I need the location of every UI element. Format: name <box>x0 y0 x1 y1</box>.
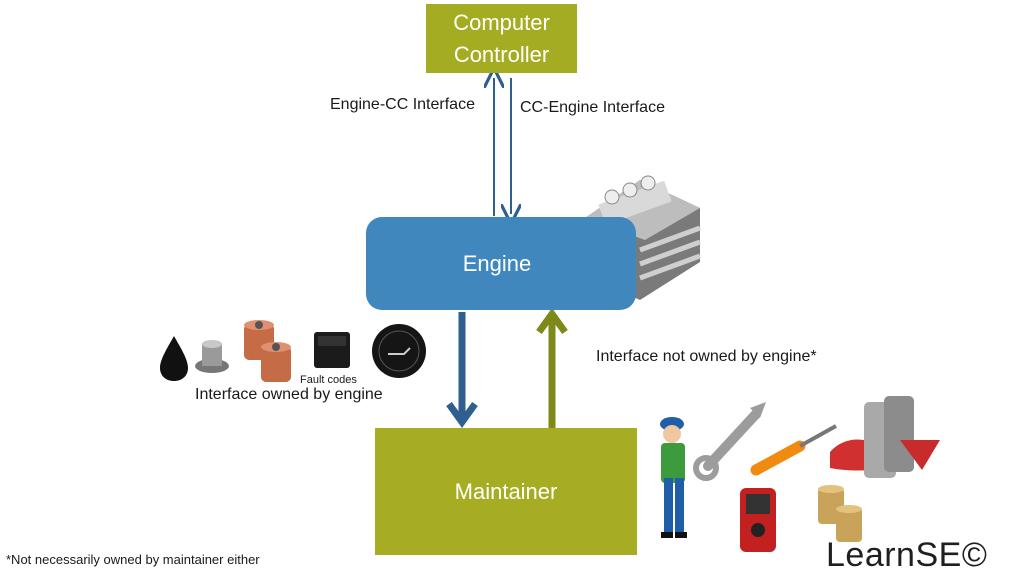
engine-box: Engine <box>366 217 636 310</box>
not-owned-interface-label: Interface not owned by engine* <box>596 348 817 365</box>
wrench-icon <box>693 402 766 481</box>
diagnostic-connector-icon <box>314 332 350 368</box>
engine-label: Engine <box>462 250 532 276</box>
drain-plug-icon <box>195 340 229 373</box>
oil-drop-icon <box>160 336 188 381</box>
footnote: *Not necessarily owned by maintainer eit… <box>6 552 260 567</box>
screwdriver-icon <box>750 424 837 476</box>
maintainer-label: Maintainer <box>454 478 558 504</box>
oil-cap-icon <box>372 324 426 378</box>
computer-controller-label-line1: Computer <box>453 9 550 35</box>
mechanic-icon <box>660 417 687 538</box>
oil-jug-icon <box>830 396 940 478</box>
oil-filter-icon <box>244 320 291 382</box>
engine-to-maintainer-arrow <box>446 312 478 428</box>
cc-engine-interface-label: CC-Engine Interface <box>520 99 665 116</box>
learnse-logo: LearnSE© <box>826 536 988 574</box>
engine-cc-interface-label: Engine-CC Interface <box>330 96 475 113</box>
computer-controller-label-line2: Controller <box>453 41 550 67</box>
computer-controller-box: Computer Controller <box>426 4 577 73</box>
obd-scanner-icon <box>740 488 776 552</box>
fault-codes-label: Fault codes <box>300 374 357 386</box>
maintainer-to-engine-arrow <box>536 308 568 428</box>
oil-filter-icon <box>818 485 862 542</box>
maintainer-box: Maintainer <box>375 428 637 555</box>
owned-interface-label: Interface owned by engine <box>195 386 383 403</box>
